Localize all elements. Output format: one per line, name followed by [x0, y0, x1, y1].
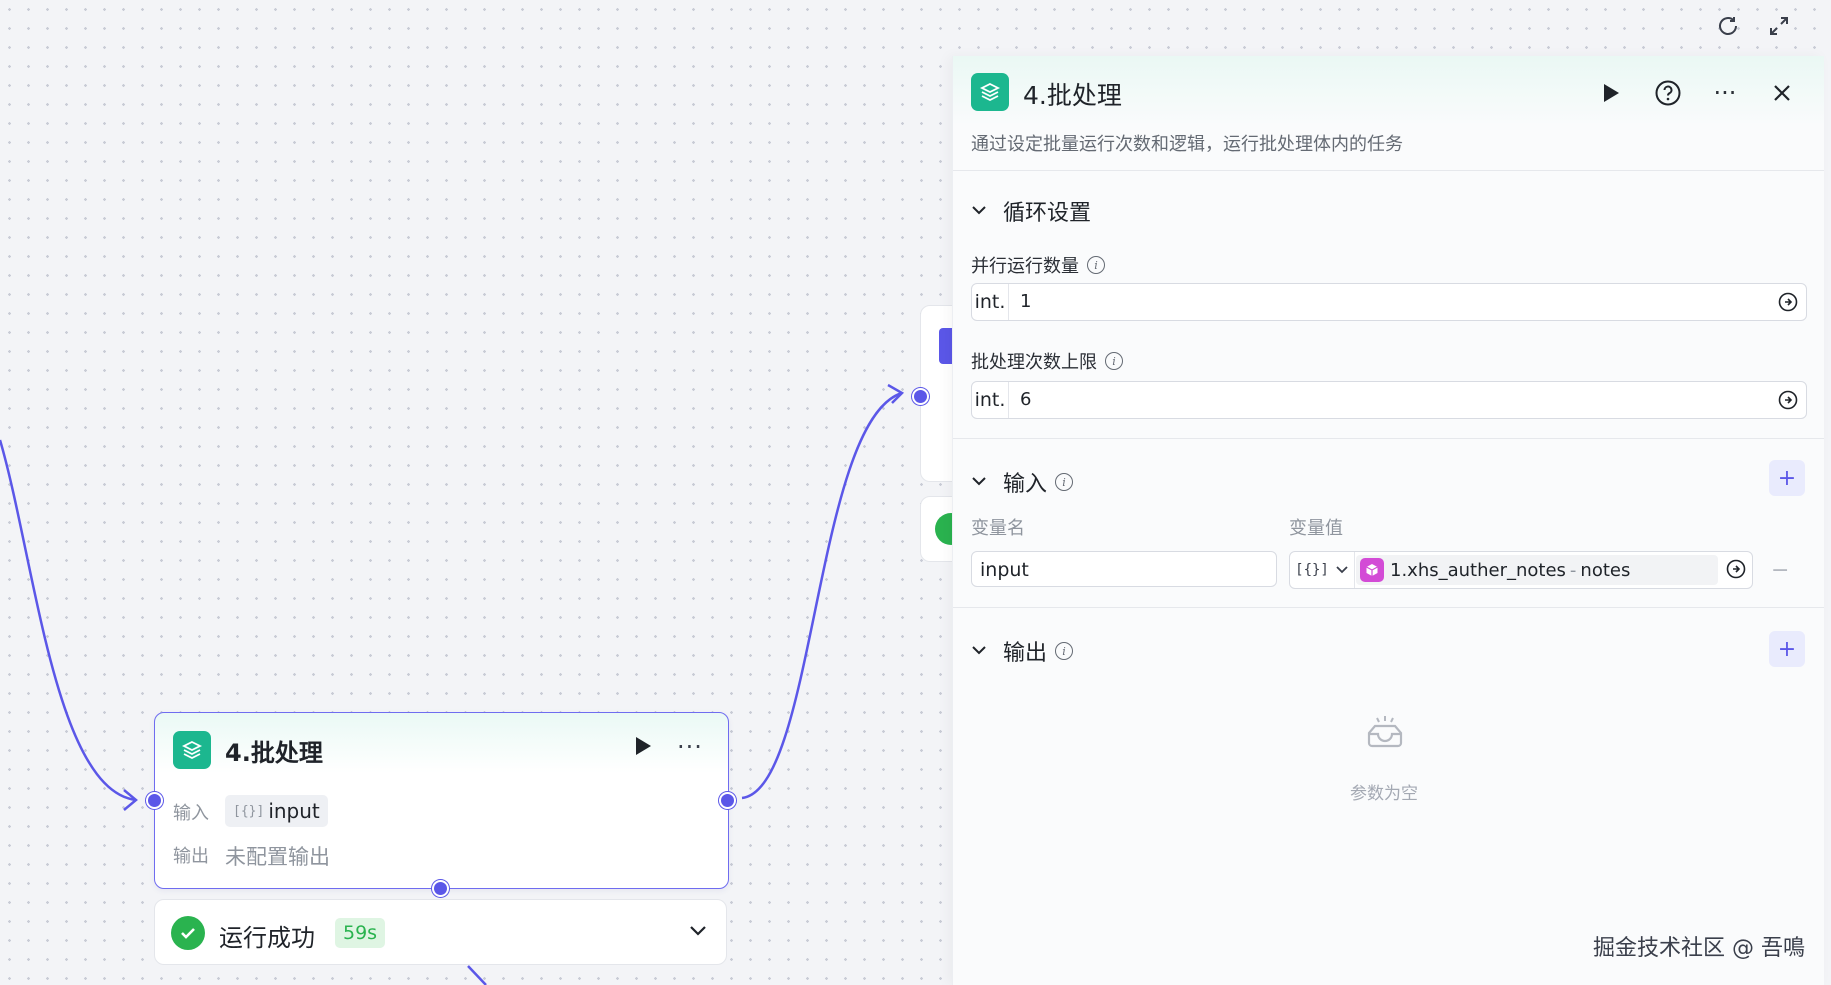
section-title: 输入: [1003, 472, 1048, 497]
close-icon[interactable]: [1767, 78, 1797, 108]
node-title: 4.批处理: [225, 739, 323, 767]
output-section-header[interactable]: 输出 i: [971, 635, 1074, 667]
info-icon[interactable]: i: [1105, 352, 1123, 370]
batch-node[interactable]: 4.批处理 ··· 输入 [{}] input 输出 未配置输出: [154, 712, 729, 889]
type-tag: int.: [972, 284, 1009, 320]
info-icon[interactable]: i: [1055, 473, 1074, 491]
more-icon[interactable]: ···: [1713, 79, 1737, 107]
field-value[interactable]: 1: [1020, 291, 1032, 312]
node-config-panel: 4.批处理 ··· 通过设定批量运行次数和逻辑，运行批处理体内的任务 循环设置 …: [952, 56, 1824, 985]
info-icon[interactable]: i: [1087, 256, 1105, 274]
variable-name-input[interactable]: input: [971, 551, 1277, 587]
batch-limit-label: 批处理次数上限 i: [971, 348, 1123, 374]
divider: [953, 607, 1824, 608]
parallel-count-field[interactable]: int. 1: [971, 283, 1807, 321]
fullscreen-icon[interactable]: [1761, 8, 1797, 44]
variable-ref-icon[interactable]: [1726, 559, 1746, 583]
remove-input-button[interactable]: −: [1771, 558, 1790, 583]
info-icon[interactable]: i: [1055, 642, 1074, 660]
output-value: 未配置输出: [225, 845, 330, 869]
status-time-badge: 59s: [335, 918, 386, 948]
node-bottom-port[interactable]: [432, 880, 449, 897]
chevron-down-icon[interactable]: [688, 920, 708, 944]
panel-description: 通过设定批量运行次数和逻辑，运行批处理体内的任务: [971, 134, 1403, 155]
ref-field-name: notes: [1580, 559, 1631, 581]
variable-name-header: 变量名: [971, 518, 1025, 539]
ref-separator: -: [1569, 559, 1577, 581]
add-input-button[interactable]: +: [1769, 460, 1805, 496]
divider: [953, 438, 1824, 439]
cube-icon: [1360, 558, 1384, 582]
array-icon: [{}]: [233, 803, 265, 819]
variable-value-select[interactable]: [{}] 1.xhs_auther_notes-notes: [1289, 551, 1753, 589]
layers-icon: [971, 73, 1009, 111]
input-chip-label: input: [268, 799, 320, 823]
type-select[interactable]: [{}]: [1290, 552, 1355, 588]
chevron-down-icon: [971, 470, 987, 495]
variable-ref-icon[interactable]: [1778, 390, 1798, 414]
field-label: 并行运行数量: [971, 256, 1079, 277]
loop-settings-header[interactable]: 循环设置: [971, 195, 1091, 227]
input-label: 输入: [173, 803, 209, 824]
chevron-down-icon: [971, 199, 987, 224]
input-section-header[interactable]: 输入 i: [971, 466, 1074, 498]
status-label: 运行成功: [219, 924, 315, 952]
refresh-icon[interactable]: [1710, 8, 1746, 44]
node-output-port[interactable]: [719, 792, 736, 809]
variable-reference-chip[interactable]: 1.xhs_auther_notes-notes: [1356, 555, 1718, 585]
connection-lines: [0, 383, 905, 985]
success-check-icon: [171, 916, 205, 950]
chevron-down-icon: [1336, 566, 1348, 574]
section-title: 循环设置: [1003, 201, 1092, 226]
field-label: 批处理次数上限: [971, 352, 1097, 373]
hidden-node-input-port[interactable]: [912, 388, 929, 405]
parallel-count-label: 并行运行数量 i: [971, 252, 1105, 278]
panel-header: [953, 56, 1824, 171]
more-icon[interactable]: ···: [677, 733, 703, 761]
variable-ref-icon[interactable]: [1778, 292, 1798, 316]
run-icon[interactable]: [633, 735, 653, 761]
watermark: 掘金技术社区 @ 吾鳴: [1593, 936, 1805, 961]
ref-node-name: 1.xhs_auther_notes: [1390, 559, 1566, 581]
empty-box-icon: [1364, 715, 1406, 759]
output-label: 输出: [173, 846, 209, 867]
field-value[interactable]: 6: [1020, 389, 1032, 410]
section-title: 输出: [1003, 641, 1048, 666]
variable-value-header: 变量值: [1289, 518, 1343, 539]
add-output-button[interactable]: +: [1769, 631, 1805, 667]
empty-text: 参数为空: [1350, 784, 1418, 804]
panel-title[interactable]: 4.批处理: [1023, 81, 1122, 110]
input-chip: [{}] input: [225, 795, 328, 827]
divider: [953, 170, 1824, 171]
type-tag: int.: [972, 382, 1009, 418]
run-status[interactable]: 运行成功 59s: [154, 899, 727, 965]
array-icon: [{}]: [1295, 562, 1329, 578]
help-icon[interactable]: [1653, 78, 1683, 108]
run-icon[interactable]: [1596, 78, 1626, 108]
chevron-down-icon: [971, 639, 987, 664]
layers-icon: [173, 731, 211, 769]
batch-limit-field[interactable]: int. 6: [971, 381, 1807, 419]
node-input-port[interactable]: [146, 792, 163, 809]
